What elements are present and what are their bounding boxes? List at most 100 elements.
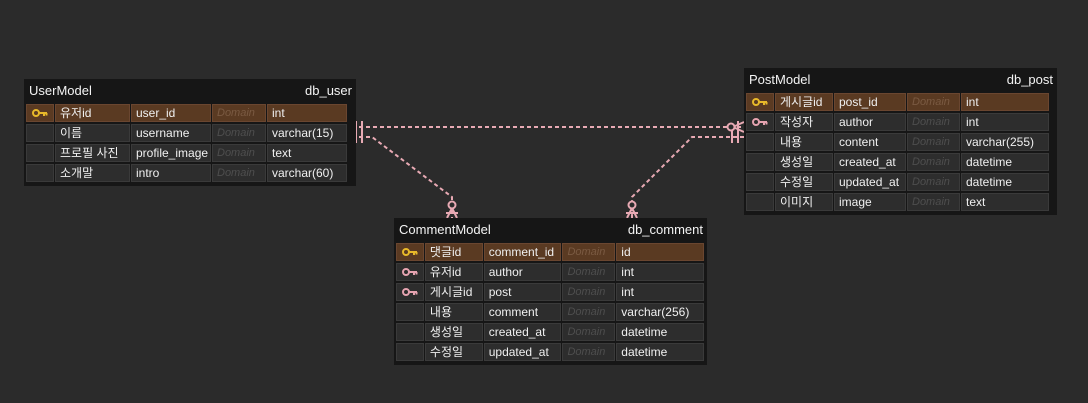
column-type[interactable]: text xyxy=(267,144,347,162)
column-domain[interactable]: Domain xyxy=(907,113,960,131)
column-domain[interactable]: Domain xyxy=(212,124,266,142)
column-physical-name[interactable]: updated_at xyxy=(834,173,906,191)
column-type[interactable]: int xyxy=(267,104,347,122)
key-cell xyxy=(396,303,424,321)
column-physical-name[interactable]: created_at xyxy=(483,323,562,341)
column-domain[interactable]: Domain xyxy=(562,323,616,341)
column-label[interactable]: 소개말 xyxy=(55,164,130,182)
column-label[interactable]: 생성일 xyxy=(775,153,833,171)
column-label[interactable]: 게시글id xyxy=(424,283,483,301)
column-type[interactable]: text xyxy=(961,193,1049,211)
column-label[interactable]: 유저id xyxy=(424,263,483,281)
column-label[interactable]: 게시글id xyxy=(775,93,833,111)
column-label[interactable]: 이미지 xyxy=(775,193,833,211)
column-domain[interactable]: Domain xyxy=(562,243,616,261)
column-physical-name[interactable]: comment_id xyxy=(483,243,562,261)
column-physical-name[interactable]: updated_at xyxy=(483,343,562,361)
column-label[interactable]: 생성일 xyxy=(424,323,483,341)
column-physical-name[interactable]: post xyxy=(483,283,562,301)
column-type[interactable]: datetime xyxy=(961,153,1049,171)
column-label[interactable]: 유저id xyxy=(55,104,130,122)
entity-header[interactable]: PostModel db_post xyxy=(746,70,1055,89)
column-label[interactable]: 댓글id xyxy=(424,243,483,261)
entity-header[interactable]: UserModel db_user xyxy=(26,81,354,100)
column-label[interactable]: 프로필 사진 xyxy=(55,144,130,162)
column-domain[interactable]: Domain xyxy=(212,164,266,182)
column-domain[interactable]: Domain xyxy=(212,144,266,162)
column-physical-name[interactable]: intro xyxy=(131,164,211,182)
column-type[interactable]: datetime xyxy=(961,173,1049,191)
column-physical-name[interactable]: created_at xyxy=(834,153,906,171)
column-domain[interactable]: Domain xyxy=(212,104,266,122)
column-type[interactable]: int xyxy=(616,283,704,301)
column-label[interactable]: 내용 xyxy=(424,303,483,321)
column-label[interactable]: 수정일 xyxy=(424,343,483,361)
column-label[interactable]: 내용 xyxy=(775,133,833,151)
relation-post-comment-post[interactable] xyxy=(631,136,744,218)
column-physical-name[interactable]: profile_image xyxy=(131,144,211,162)
column-physical-name[interactable]: user_id xyxy=(131,104,211,122)
foreign-key-icon xyxy=(752,117,768,127)
column-domain[interactable]: Domain xyxy=(562,263,616,281)
column-physical-name[interactable]: username xyxy=(131,124,211,142)
primary-key-icon xyxy=(752,97,768,107)
column-physical-name[interactable]: comment xyxy=(483,303,562,321)
column-label[interactable]: 수정일 xyxy=(775,173,833,191)
primary-key-icon xyxy=(32,108,48,118)
column-domain[interactable]: Domain xyxy=(562,303,616,321)
column-physical-name[interactable]: content xyxy=(834,133,906,151)
relation-user-comment-many-marker xyxy=(446,207,458,219)
column-type[interactable]: id xyxy=(616,243,704,261)
column-physical-name[interactable]: post_id xyxy=(834,93,906,111)
column-domain[interactable]: Domain xyxy=(907,193,960,211)
relation-user-comment-author[interactable] xyxy=(352,136,453,218)
column-physical-name[interactable]: author xyxy=(834,113,906,131)
column-physical-name[interactable]: author xyxy=(483,263,562,281)
column-domain[interactable]: Domain xyxy=(562,283,616,301)
column-type[interactable]: datetime xyxy=(616,343,704,361)
column-domain[interactable]: Domain xyxy=(907,153,960,171)
column-domain[interactable]: Domain xyxy=(907,173,960,191)
key-cell xyxy=(396,323,424,341)
column-type[interactable]: int xyxy=(961,93,1049,111)
column-type[interactable]: int xyxy=(616,263,704,281)
column-type[interactable]: datetime xyxy=(616,323,704,341)
relation-user-comment-optional-marker xyxy=(447,200,457,210)
column-type[interactable]: varchar(256) xyxy=(616,303,704,321)
entity-header[interactable]: CommentModel db_comment xyxy=(396,220,705,239)
column-label[interactable]: 이름 xyxy=(55,124,130,142)
column-label[interactable]: 작성자 xyxy=(775,113,833,131)
column-domain[interactable]: Domain xyxy=(562,343,616,361)
column-type[interactable]: varchar(60) xyxy=(267,164,347,182)
relation-user-post-optional-marker xyxy=(726,122,736,132)
foreign-key-cell xyxy=(396,263,424,281)
column-type[interactable]: int xyxy=(961,113,1049,131)
column-type[interactable]: varchar(15) xyxy=(267,124,347,142)
column-physical-name[interactable]: image xyxy=(834,193,906,211)
column-domain[interactable]: Domain xyxy=(907,133,960,151)
column-type[interactable]: varchar(255) xyxy=(961,133,1049,151)
column-domain[interactable]: Domain xyxy=(907,93,960,111)
relation-post-comment-many-marker xyxy=(626,207,638,219)
